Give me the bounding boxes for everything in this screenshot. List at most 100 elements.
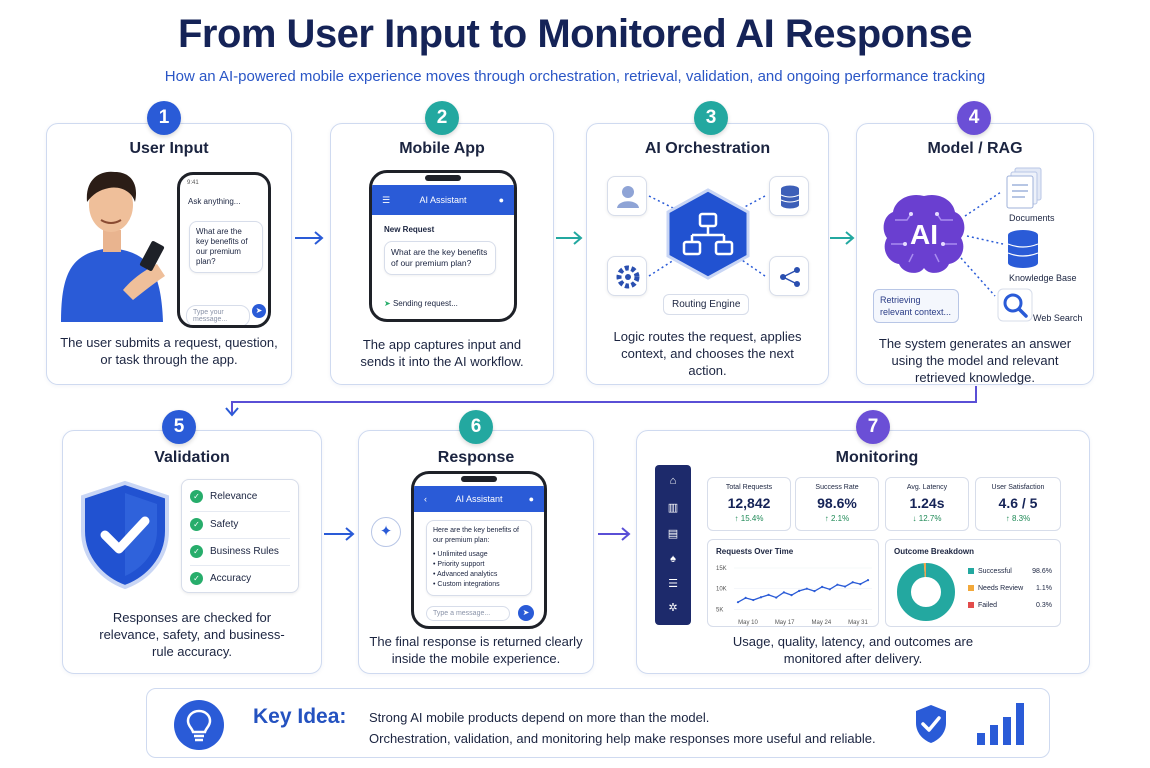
- flow-arrow-1-2: [295, 231, 324, 245]
- step-card-model-rag: Model / RAG AI Documents Knowledge Base …: [856, 123, 1094, 385]
- gear-icon[interactable]: ✲: [668, 602, 678, 614]
- check-icon: ✓: [190, 518, 203, 531]
- lightbulb-icon: [174, 700, 224, 750]
- message-input[interactable]: Type your message...: [186, 305, 250, 325]
- data-point: [736, 601, 740, 604]
- data-point: [798, 589, 801, 592]
- data-point: [775, 596, 778, 599]
- documents-label: Documents: [1009, 213, 1055, 223]
- page-subtitle: How an AI-powered mobile experience move…: [164, 68, 986, 85]
- check-item-safety: ✓Safety: [190, 518, 238, 531]
- x-tick-label: May 24: [811, 620, 831, 626]
- step-title: Monitoring: [835, 449, 919, 466]
- data-point: [752, 598, 755, 602]
- data-point: [767, 593, 770, 596]
- back-icon[interactable]: ‹: [424, 494, 427, 504]
- profile-icon[interactable]: ●: [498, 195, 504, 205]
- dashboard-sidebar: ⌂ ▥ ▤ ♠ ☰ ✲: [655, 465, 691, 625]
- step-card-validation: Validation ✓Relevance ✓Safety ✓Business …: [62, 430, 322, 674]
- app-phone: ☰ AI Assistant ● New Request What are th…: [369, 170, 517, 322]
- x-tick-label: May 10: [738, 620, 758, 626]
- user-phone: 9:41 Ask anything... What are the key be…: [177, 172, 271, 328]
- response-bubble: Here are the key benefits of our premium…: [426, 520, 532, 596]
- flow-arrow-2-3: [556, 231, 583, 245]
- data-point: [843, 585, 847, 588]
- step-badge-4: 4: [957, 101, 991, 135]
- chart-title: Outcome Breakdown: [894, 547, 975, 556]
- growth-bars-icon: [977, 703, 1024, 745]
- profile-icon[interactable]: ●: [528, 494, 534, 504]
- app-header: ☰ AI Assistant ●: [372, 185, 514, 215]
- new-request-label: New Request: [384, 225, 435, 234]
- ask-prompt: Ask anything...: [188, 197, 241, 206]
- legend-value: 98.6%: [1032, 568, 1052, 575]
- shield-check-icon: [81, 480, 169, 590]
- data-point: [828, 588, 831, 591]
- data-point: [866, 579, 870, 582]
- step-card-monitoring: Monitoring ⌂ ▥ ▤ ♠ ☰ ✲ Total Requests 12…: [636, 430, 1090, 674]
- sparkle-icon: ✦: [371, 517, 401, 547]
- data-point: [813, 590, 816, 593]
- retrieving-status: Retrieving relevant context...: [873, 289, 959, 323]
- key-idea-line-1: Strong AI mobile products depend on more…: [369, 710, 710, 725]
- key-idea-title: Key Idea:: [253, 705, 347, 728]
- database-icon: [769, 176, 809, 216]
- step-title: Response: [437, 449, 515, 466]
- legend-swatch: [968, 602, 974, 609]
- step-title: Model / RAG: [927, 140, 1023, 157]
- app-title: AI Assistant: [455, 494, 503, 504]
- user-message-bubble: What are the key benefits of our premium…: [189, 221, 263, 273]
- shield-check-icon: [916, 705, 946, 743]
- flow-arrow-5-6: [324, 527, 355, 541]
- response-bullet: • Unlimited usage: [433, 551, 488, 558]
- bar-chart-icon[interactable]: ▥: [667, 502, 679, 514]
- home-icon[interactable]: ⌂: [669, 475, 677, 487]
- data-point: [805, 587, 808, 590]
- brain-label: AI: [910, 219, 938, 250]
- message-input[interactable]: Type a message...: [426, 606, 510, 621]
- check-icon: ✓: [190, 545, 203, 558]
- bell-icon[interactable]: ♠: [670, 553, 676, 565]
- check-item-relevance: ✓Relevance: [190, 490, 257, 503]
- web-search-icon: [997, 288, 1033, 322]
- menu-icon[interactable]: ☰: [382, 195, 391, 205]
- legend-value: 0.3%: [1036, 602, 1052, 609]
- send-icon: ➤: [384, 299, 391, 308]
- send-icon[interactable]: ➤: [252, 304, 266, 318]
- step-card-ai-orchestration: AI Orchestration Routing Engine Logic: [586, 123, 829, 385]
- step-badge-3: 3: [694, 101, 728, 135]
- outcome-breakdown-panel: Outcome Breakdown Successful 98.6% Needs…: [885, 539, 1061, 627]
- send-icon[interactable]: ➤: [518, 605, 534, 621]
- response-bullet: • Priority support: [433, 561, 485, 568]
- x-tick-label: May 31: [848, 620, 868, 626]
- key-idea-box: Key Idea: Strong AI mobile products depe…: [146, 688, 1050, 758]
- step-description: The final response is returned clearly i…: [369, 634, 583, 666]
- analytics-icon[interactable]: ▤: [667, 528, 679, 540]
- legend-failed: Failed: [968, 602, 997, 609]
- ai-brain-icon: AI: [883, 194, 965, 273]
- y-tick-label: 10K: [716, 587, 727, 593]
- request-bubble: What are the key benefits of our premium…: [384, 241, 496, 275]
- legend-successful: Successful: [968, 568, 1012, 575]
- step-title: Mobile App: [399, 140, 485, 157]
- response-phone: ‹ AI Assistant ● Here are the key benefi…: [411, 471, 547, 629]
- step-title: User Input: [129, 140, 209, 157]
- step-badge-6: 6: [459, 410, 493, 444]
- legend-value: 1.1%: [1036, 585, 1052, 592]
- knowledge-base-icon: [1007, 230, 1039, 268]
- check-icon: ✓: [190, 490, 203, 503]
- flow-arrow-3-4: [830, 231, 855, 245]
- list-icon[interactable]: ☰: [668, 578, 678, 590]
- data-point: [836, 583, 839, 586]
- data-point: [790, 594, 793, 597]
- check-item-business-rules: ✓Business Rules: [190, 545, 279, 558]
- data-point: [744, 596, 747, 599]
- key-idea-line-2: Orchestration, validation, and monitorin…: [369, 731, 876, 746]
- orchestration-connectors: [648, 195, 766, 277]
- y-tick-label: 5K: [716, 607, 723, 613]
- step-badge-7: 7: [856, 410, 890, 444]
- donut-slice-needs-review: [897, 563, 955, 621]
- flow-arrow-4-5: [225, 386, 977, 417]
- step-title: AI Orchestration: [644, 140, 771, 157]
